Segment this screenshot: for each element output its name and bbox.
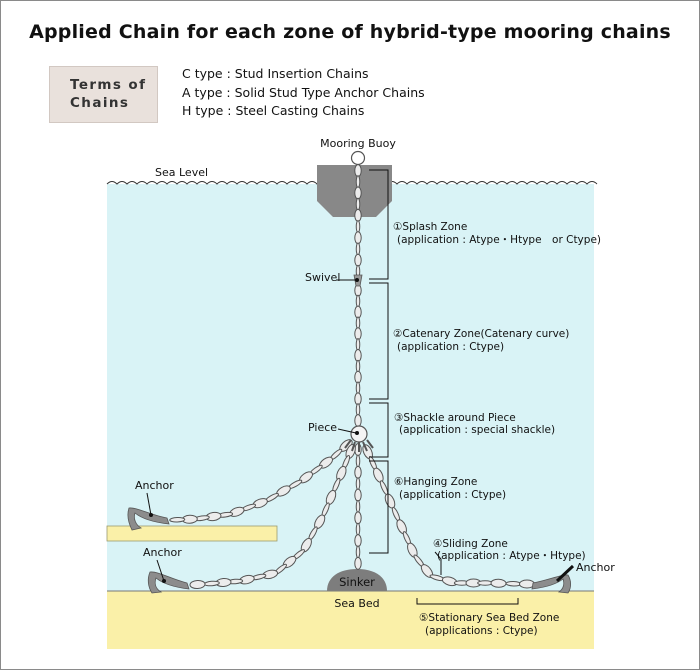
upper-seabed-shelf xyxy=(106,525,278,542)
chain-link xyxy=(354,349,362,362)
chain-link xyxy=(355,197,361,211)
zone-hanging-application: (application : Ctype) xyxy=(399,489,506,501)
anchor-upper-left xyxy=(127,507,170,531)
bracket-shackle xyxy=(369,402,389,458)
chain-link xyxy=(355,359,361,373)
piece xyxy=(350,425,368,443)
pointer-piece xyxy=(337,428,357,434)
chain-link xyxy=(354,488,362,502)
chain-link xyxy=(354,186,362,200)
zone-shackle-name: ③Shackle around Piece xyxy=(394,412,516,424)
chain-link xyxy=(477,580,494,586)
chain-link xyxy=(354,164,362,178)
bracket-stationary xyxy=(416,598,519,605)
anchor-lower-left xyxy=(147,571,190,594)
anchor-right xyxy=(531,564,575,594)
chain-group xyxy=(169,164,535,590)
pointer-dot-swivel xyxy=(355,278,359,282)
piece-shackles xyxy=(344,439,374,452)
chain-link xyxy=(354,208,362,222)
label-swivel: Swivel xyxy=(305,271,340,284)
zone-stationary-application: (applications : Ctype) xyxy=(425,625,538,637)
term-definition-h-type: H type : Steel Casting Chains xyxy=(182,103,365,118)
label-sea-level: Sea Level xyxy=(155,166,208,179)
bracket-splash xyxy=(369,169,389,280)
chain-link xyxy=(355,175,361,189)
chain-link xyxy=(355,477,361,491)
label-piece: Piece xyxy=(308,421,337,434)
zone-hanging-name: ⑥Hanging Zone xyxy=(394,476,477,488)
zone-sliding-name: ④Sliding Zone xyxy=(433,538,508,550)
page-title: Applied Chain for each zone of hybrid-ty… xyxy=(29,21,671,43)
pointer-dot-piece xyxy=(355,431,359,435)
zone-sliding-application: (application : Atype・Htype) xyxy=(437,550,586,562)
chain-link xyxy=(355,500,361,513)
buoy-ring xyxy=(350,150,366,166)
chain-link xyxy=(505,581,522,587)
zone-stationary-name: ⑤Stationary Sea Bed Zone xyxy=(419,612,559,624)
seabed xyxy=(107,591,594,649)
label-anchor-lower-left: Anchor xyxy=(143,546,182,559)
terms-label-line2: Chains xyxy=(70,95,130,111)
chain-link xyxy=(355,381,361,395)
term-definition-a-type: A type : Solid Stud Type Anchor Chains xyxy=(182,85,425,100)
chain-link xyxy=(355,242,361,256)
pointer-anchor-upper xyxy=(146,492,152,516)
chain-link xyxy=(354,511,362,525)
bracket-hanging xyxy=(369,460,389,554)
terms-label-line1: Terms of xyxy=(70,77,147,93)
chain-link xyxy=(354,305,362,319)
zone-catenary-application: (application : Ctype) xyxy=(397,341,504,353)
label-anchor-right: Anchor xyxy=(576,561,615,574)
chain-link xyxy=(354,556,362,570)
chain-link xyxy=(355,220,361,234)
zone-catenary-name: ②Catenary Zone(Catenary curve) xyxy=(393,328,569,340)
bracket-sliding xyxy=(434,551,442,575)
label-sinker: Sinker xyxy=(339,575,375,589)
sinker xyxy=(327,569,387,591)
chain-link xyxy=(355,294,361,308)
label-mooring-buoy: Mooring Buoy xyxy=(320,137,396,150)
label-sea-bed: Sea Bed xyxy=(334,597,379,610)
chain-link xyxy=(355,338,361,352)
zone-splash-application: (application : Atype・Htype or Ctype) xyxy=(397,234,601,246)
chain-link xyxy=(355,403,361,417)
chain-link xyxy=(354,231,362,245)
chain-link xyxy=(354,534,362,548)
chain-link xyxy=(355,545,361,559)
zone-shackle-application: (application : special shackle) xyxy=(399,424,555,436)
chain-link xyxy=(355,522,361,536)
zone-splash-name: ①Splash Zone xyxy=(393,221,467,233)
chain-link xyxy=(354,327,362,341)
chain-link xyxy=(354,392,362,406)
pointer-dot-anchor-upper xyxy=(149,513,153,517)
chain-link xyxy=(169,517,186,523)
chain-link xyxy=(354,465,362,479)
chain-link xyxy=(354,370,362,384)
pointer-dot-anchor-lower xyxy=(162,579,166,583)
chain-link xyxy=(354,253,362,267)
chain-link xyxy=(354,414,362,428)
chain-link xyxy=(490,578,507,588)
terms-label-box: Terms of Chains xyxy=(49,66,158,123)
term-definition-c-type: C type : Stud Insertion Chains xyxy=(182,66,369,81)
pointer-anchor-lower xyxy=(156,559,165,582)
bracket-catenary xyxy=(369,282,389,400)
label-anchor-upper-left: Anchor xyxy=(135,479,174,492)
chain-link xyxy=(355,454,361,468)
chain-link xyxy=(189,579,206,590)
chain-link xyxy=(355,316,361,330)
